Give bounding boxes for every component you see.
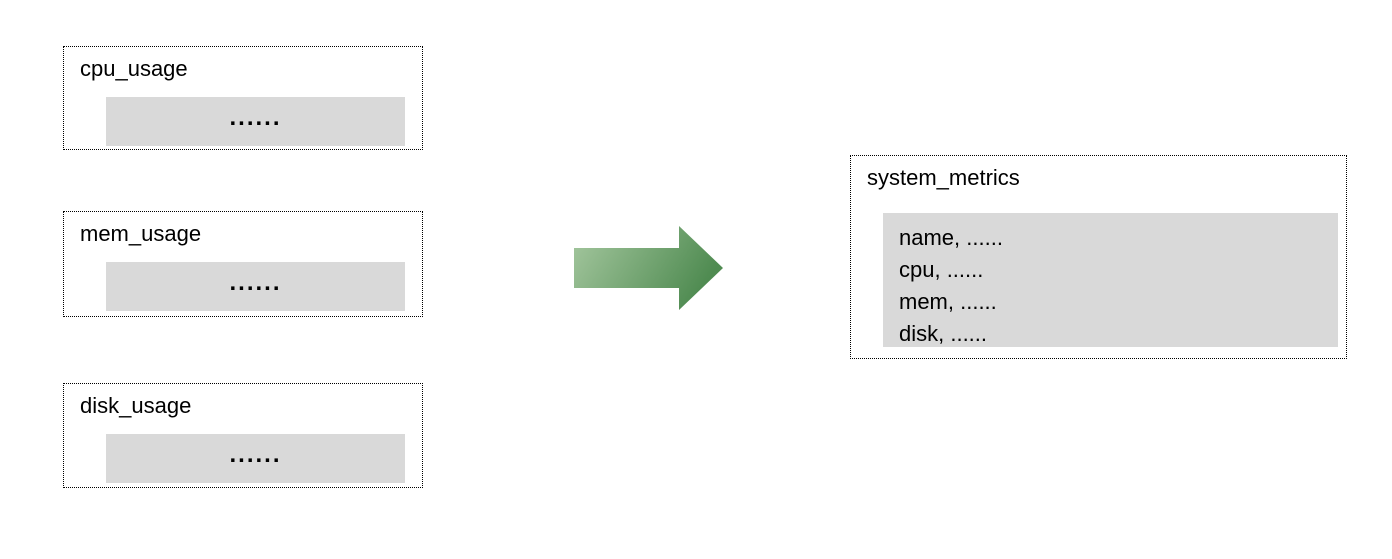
rows-placeholder-panel: ......	[106, 434, 405, 483]
field-row-mem: mem, ......	[899, 289, 997, 314]
target-box-title: system_metrics	[867, 165, 1020, 190]
field-row-disk: disk, ......	[899, 321, 988, 346]
source-box-title: cpu_usage	[80, 56, 188, 81]
target-box-system-metrics: system_metrics name, ...... cpu, ...... …	[850, 155, 1347, 359]
rows-placeholder-dots: ......	[229, 103, 282, 131]
source-box-title: disk_usage	[80, 393, 192, 418]
rows-placeholder-dots: ......	[229, 268, 282, 296]
field-row-cpu: cpu, ......	[899, 257, 984, 282]
source-box-cpu-usage: cpu_usage ......	[63, 46, 423, 150]
rows-placeholder-dots: ......	[229, 440, 282, 468]
rows-placeholder-panel: ......	[106, 97, 405, 146]
source-box-title: mem_usage	[80, 221, 202, 246]
source-box-mem-usage: mem_usage ......	[63, 211, 423, 317]
source-box-disk-usage: disk_usage ......	[63, 383, 423, 488]
target-fields-panel: name, ...... cpu, ...... mem, ...... dis…	[883, 213, 1338, 347]
merge-arrow-icon	[574, 226, 723, 310]
field-row-name: name, ......	[899, 225, 1003, 250]
rows-placeholder-panel: ......	[106, 262, 405, 311]
